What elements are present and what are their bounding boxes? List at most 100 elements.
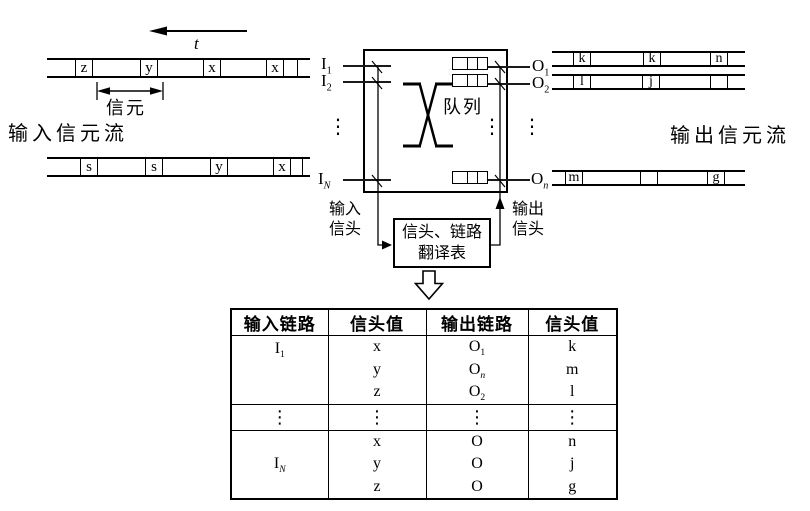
queue-icon [452, 74, 488, 87]
link-id: O [427, 431, 528, 454]
cell-header-values: x y z [327, 335, 427, 405]
cell-header-box: n [710, 52, 728, 66]
link-sub: 2 [480, 392, 486, 404]
cell-header-box: x [266, 60, 284, 76]
down-arrow-icon [413, 270, 445, 301]
link-base: O [471, 432, 483, 450]
output-header-line2: 信头 [512, 221, 545, 238]
table-ellipsis-row: ⋮ ⋮ ⋮ ⋮ [230, 403, 618, 431]
queue-divider [477, 75, 478, 86]
queue-divider [467, 172, 468, 183]
link-id: O2 [427, 381, 528, 404]
col-header-header-value: 信头值 [327, 308, 427, 336]
queue-icon [452, 171, 488, 184]
port-sub: N [323, 180, 331, 192]
port-sub: n [543, 180, 549, 192]
translator-line1: 信头、链路 [401, 224, 482, 241]
port-sub: 2 [326, 82, 332, 94]
header-value: g [568, 477, 577, 495]
header-value: y [373, 360, 381, 378]
port-base: O [531, 169, 544, 188]
cell-header-values: k m l [527, 335, 618, 405]
cell-boundary-tick [297, 60, 298, 76]
input-ports-ellipsis: ⋮ [328, 114, 348, 138]
header-value: m [566, 360, 579, 378]
output-header-line1: 输出 [512, 201, 545, 218]
link-sub: 1 [280, 349, 285, 361]
cell-input-link: I1 [230, 335, 329, 405]
input-port-label-1: I1 [321, 54, 332, 76]
link-base: I [274, 340, 281, 357]
queues-ellipsis: ⋮ [482, 114, 502, 138]
cell-header-box: z [75, 60, 93, 76]
link-sub: 1 [480, 347, 486, 359]
header-value: x [373, 432, 381, 450]
header-value: x [373, 338, 381, 355]
link-id: IN [232, 453, 328, 476]
table-row: IN x y z O O O n j g [230, 429, 618, 500]
cell-header-box: x [203, 60, 221, 76]
cell-output-links: O O O [425, 429, 529, 500]
cell-output-links: O1 On O2 [425, 335, 529, 405]
table-row: I1 x y z O1 On O2 k m l [230, 335, 618, 405]
input-line-n [343, 179, 391, 181]
cell-header-box: x [273, 159, 291, 175]
output-port-label-1: O1 [532, 56, 549, 78]
input-port-label-n: IN [318, 169, 330, 191]
port-base: I [321, 54, 327, 73]
cell-header-box: s [80, 159, 98, 175]
port-base: O [532, 56, 545, 75]
header-value: l [570, 383, 575, 400]
ellipsis-cell: ⋮ [327, 403, 427, 431]
header-value: n [568, 432, 577, 450]
link-id: O [427, 476, 528, 499]
output-line-1 [488, 66, 530, 68]
port-sub: 2 [544, 84, 550, 96]
link-base: O [471, 455, 483, 472]
output-ports-ellipsis: ⋮ [522, 114, 542, 138]
output-line-2 [488, 83, 530, 85]
queue-icon [452, 57, 488, 70]
input-line-1 [343, 65, 391, 67]
queue-label: 队列 [443, 97, 483, 117]
col-header-input-link: 输入链路 [230, 308, 329, 336]
cell-input-link: IN [230, 429, 329, 500]
port-sub: 1 [326, 65, 332, 77]
input-port-label-2: I2 [321, 72, 332, 93]
header-value: y [373, 455, 381, 472]
switch-fabric-box [363, 49, 508, 193]
header-value: z [373, 383, 381, 400]
cell-header-box: g [707, 171, 725, 185]
queue-divider [467, 75, 468, 86]
cell-header-box [710, 76, 728, 88]
input-tape-bottom: s s y x [47, 157, 310, 177]
link-id: O [427, 453, 528, 476]
link-base: O [468, 383, 481, 400]
link-base: O [468, 360, 481, 378]
output-tape-1: k k n [552, 51, 745, 67]
output-line-n [488, 179, 530, 181]
link-sub: n [480, 369, 486, 381]
input-header-line2: 信头 [329, 221, 362, 238]
cell-boundary-tick [302, 159, 303, 175]
cell-header-box: j [642, 75, 660, 89]
table-header-row: 输入链路 信头值 输出链路 信头值 [230, 308, 618, 336]
cell-header-values: n j g [527, 429, 618, 500]
col-header-header-value: 信头值 [527, 308, 618, 336]
queue-divider [467, 58, 468, 69]
input-header-label: 输入 信头 [329, 200, 361, 240]
port-base: O [532, 73, 545, 92]
time-label: t [194, 34, 199, 53]
cell-header-box: l [573, 75, 591, 89]
translation-table: 输入链路 信头值 输出链路 信头值 I1 x y z O1 On O2 k m … [230, 308, 618, 500]
input-tape-top: z y x x [47, 58, 310, 78]
cell-header-box: k [573, 52, 591, 66]
link-id: O1 [427, 336, 528, 359]
port-base: I [318, 169, 324, 188]
cell-header-box: y [140, 60, 158, 76]
header-value: k [568, 338, 577, 355]
link-sub: N [279, 464, 286, 476]
output-tape-n: m g [552, 170, 745, 186]
header-value: j [570, 455, 575, 472]
